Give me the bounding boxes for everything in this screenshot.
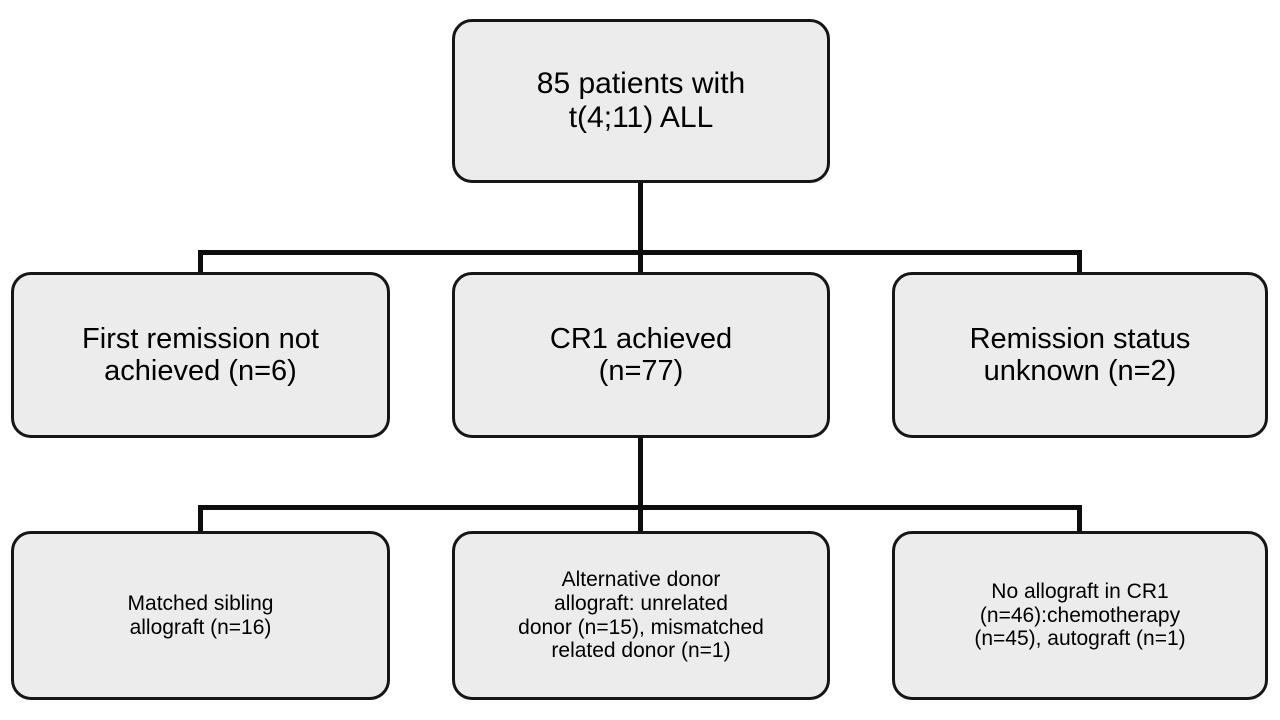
- node-alternative-donor-allograft: Alternative donor allograft: unrelated d…: [452, 531, 830, 700]
- node-no-first-remission: First remission not achieved (n=6): [11, 272, 390, 438]
- node-root: 85 patients with t(4;11) ALL: [452, 19, 830, 183]
- connector-level2-drop-center: [638, 505, 643, 533]
- connector-level2-drop-left: [198, 505, 203, 533]
- connector-cr1-stem: [638, 438, 643, 510]
- connector-level1-drop-left: [198, 250, 203, 274]
- connector-root-stem: [638, 183, 643, 255]
- node-remission-unknown: Remission status unknown (n=2): [892, 272, 1268, 438]
- connector-level1-drop-right: [1077, 250, 1082, 274]
- node-no-allograft-in-cr1: No allograft in CR1 (n=46):chemotherapy …: [892, 531, 1268, 700]
- node-matched-sibling-allograft: Matched sibling allograft (n=16): [11, 531, 390, 700]
- connector-level1-drop-center: [638, 250, 643, 274]
- node-cr1-achieved: CR1 achieved (n=77): [452, 272, 830, 438]
- connector-level2-drop-right: [1077, 505, 1082, 533]
